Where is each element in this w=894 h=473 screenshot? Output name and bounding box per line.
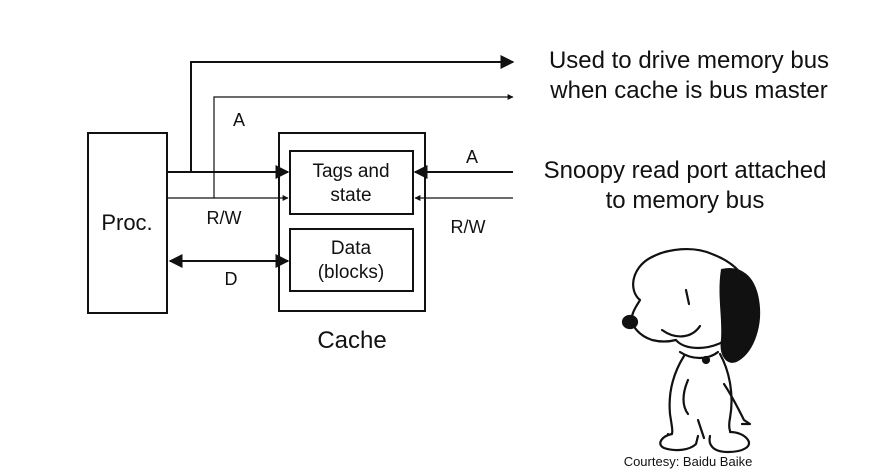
snoopy-illustration	[621, 247, 761, 454]
data-label-left: D	[225, 269, 238, 289]
image-credit: Courtesy: Baidu Baike	[624, 454, 753, 469]
tags-box-line2: state	[330, 185, 371, 206]
address-label-left: A	[233, 110, 245, 130]
data-box-line1: Data	[331, 238, 372, 259]
processor-label: Proc.	[101, 210, 152, 235]
processor-box	[87, 132, 168, 314]
address-label-right: A	[466, 147, 478, 167]
data-blocks-box	[289, 228, 414, 292]
rw-label-right: R/W	[451, 217, 486, 237]
data-box-line2: (blocks)	[318, 262, 385, 283]
snoopy-annotation-line2: to memory bus	[606, 187, 765, 214]
drive-bus-annotation-line1: Used to drive memory bus	[549, 47, 829, 74]
drive-bus-annotation-line2: when cache is bus master	[549, 77, 827, 104]
cache-label: Cache	[317, 327, 386, 354]
bus-drive-line-lower	[213, 94, 514, 198]
rw-label-left: R/W	[207, 208, 242, 228]
snoopy-annotation-line1: Snoopy read port attached	[544, 157, 827, 184]
tags-state-box	[289, 150, 414, 215]
bus-drive-line-upper	[190, 55, 515, 172]
tags-box-line1: Tags and	[312, 161, 389, 182]
